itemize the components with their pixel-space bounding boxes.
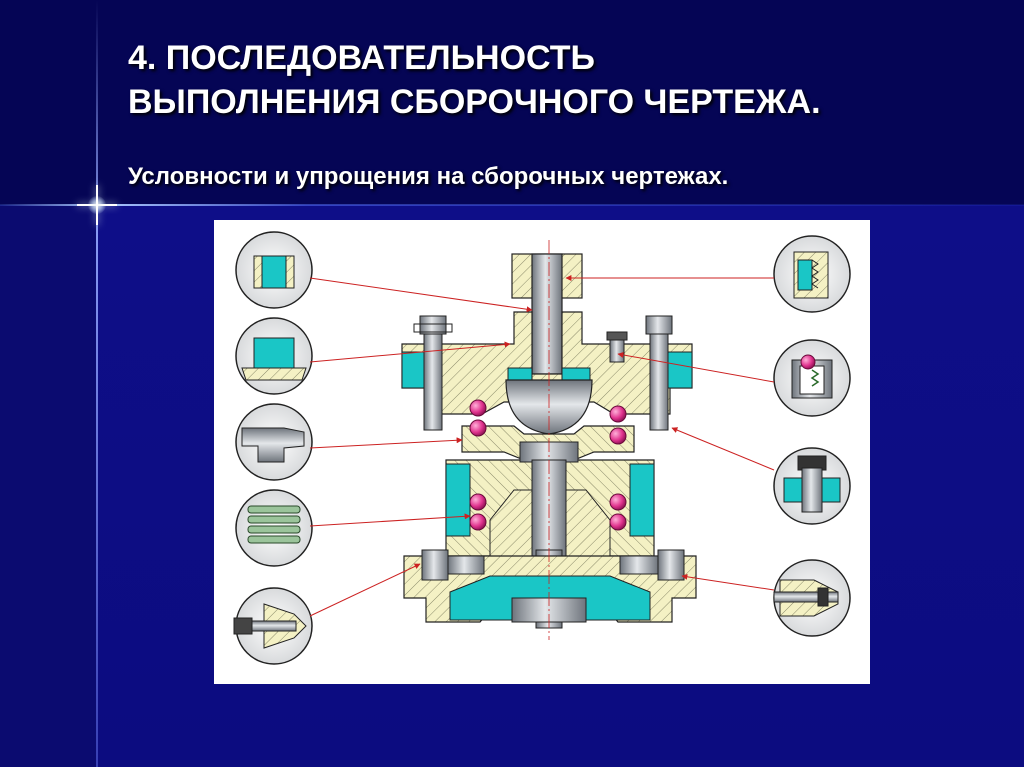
screw-icon xyxy=(773,579,839,617)
callout-bushing xyxy=(235,317,511,395)
callout-spring xyxy=(235,489,471,567)
slide-title: 4. ПОСЛЕДОВАТЕЛЬНОСТЬ ВЫПОЛНЕНИЯ СБОРОЧН… xyxy=(128,36,1008,124)
callout-threaded-hole xyxy=(565,235,851,313)
shaped-part-icon xyxy=(241,427,305,463)
sleeve-icon xyxy=(253,255,295,289)
stud-nut-icon xyxy=(783,455,841,513)
slide-subtitle: Условности и упрощения на сборочных черт… xyxy=(128,163,729,190)
ball-lubricator-icon xyxy=(791,354,833,399)
callout-screw xyxy=(681,559,851,637)
assembly-section xyxy=(401,240,697,640)
callout-sleeve xyxy=(235,231,533,313)
spring-icon xyxy=(247,505,301,544)
horizontal-light-line xyxy=(0,204,1024,206)
slide-title-line-1: 4. ПОСЛЕДОВАТЕЛЬНОСТЬ xyxy=(128,39,595,77)
threaded-hole-icon xyxy=(793,251,829,299)
assembly-drawing xyxy=(214,220,870,684)
top-band xyxy=(0,0,1024,205)
callout-ball-lubricator xyxy=(617,339,851,417)
callout-bolt-section xyxy=(233,563,421,665)
callout-shaped-part xyxy=(235,403,463,481)
callout-stud-nut xyxy=(671,427,851,525)
vertical-light-line xyxy=(96,0,98,767)
slide-title-line-2: ВЫПОЛНЕНИЯ СБОРОЧНОГО ЧЕРТЕЖА. xyxy=(128,83,821,121)
bolt-section-icon xyxy=(233,603,307,649)
bushing-icon xyxy=(241,337,307,381)
